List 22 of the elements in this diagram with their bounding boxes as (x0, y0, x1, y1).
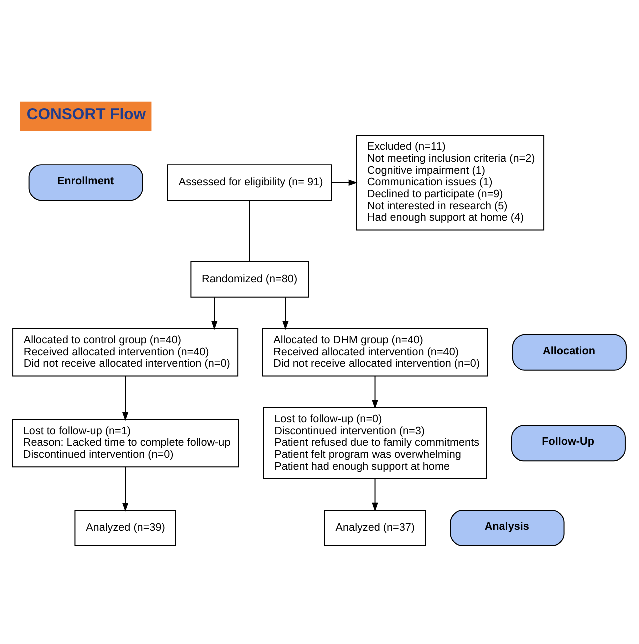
arrow (372, 478, 378, 512)
diagram-title: CONSORT Flow (26, 106, 146, 124)
arrow (282, 297, 289, 330)
arrow (332, 180, 358, 186)
node-box: Analyzed (n=37) (324, 510, 426, 547)
arrow (122, 467, 129, 512)
connector (249, 200, 250, 262)
arrow (372, 376, 378, 410)
node-box: Excluded (n=11) Not meeting inclusion criteria (n=2) Cognitive impairment (1) Communication issues (1) Declined to participate (n=9) Not interested in research (5) Had enough support at home (4) (356, 134, 545, 231)
node-box: Analysis (450, 510, 565, 547)
node-box: Assessed for eligibility (n= 91) (168, 164, 332, 202)
node-box: Follow-Up (511, 425, 626, 462)
node-box: Allocated to control group (n=40) Received allocated intervention (n=40) Did not receive allocated intervention (n=0) (12, 328, 239, 377)
arrow (212, 297, 218, 330)
node-box: Enrollment (28, 164, 144, 202)
node-box: Lost to follow-up (n=1) Reason: Lacked time to complete follow-up Discontinued intervention (n=0) (12, 419, 240, 468)
node-box: Randomized (n=80) (190, 261, 310, 298)
node-box: Allocated to DHM group (n=40) Received allocated intervention (n=40) Did not receive allocated intervention (n=0) (262, 328, 488, 377)
node-box: Allocation (512, 334, 627, 371)
node-box: Analyzed (n=39) (74, 510, 176, 547)
node-box: Lost to follow-up (n=0) Discontinued intervention (n=3) Patient refused due to family commitments Patient felt program was overwhelming Patient had enough support at home (263, 407, 488, 480)
arrow (122, 376, 129, 422)
